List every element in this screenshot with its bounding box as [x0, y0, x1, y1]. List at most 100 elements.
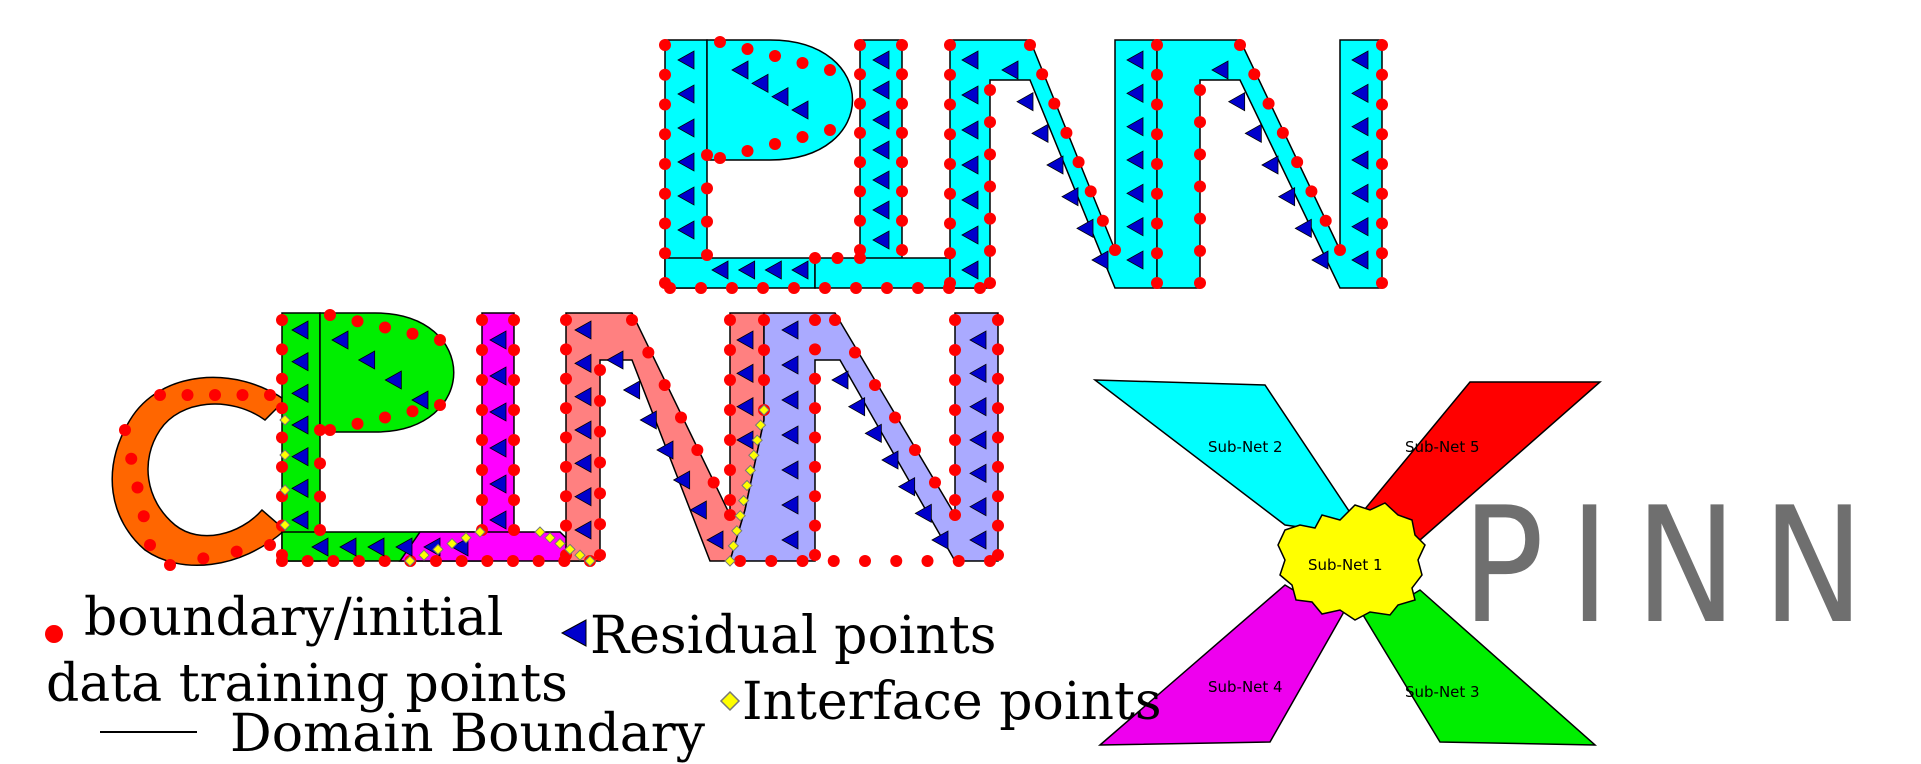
residual-point: [489, 474, 507, 494]
residual-point: [781, 355, 799, 375]
residual-point: [677, 152, 695, 172]
boundary-point: [809, 519, 821, 532]
boundary-point: [809, 343, 821, 356]
boundary-point: [508, 464, 520, 476]
boundary-point: [944, 187, 956, 200]
boundary-point: [896, 214, 908, 227]
boundary-point: [1151, 247, 1163, 260]
boundary-point: [859, 555, 871, 567]
boundary-point: [1151, 39, 1163, 51]
residual-point: [961, 85, 979, 105]
residual-point: [961, 260, 979, 280]
boundary-point: [1376, 277, 1388, 289]
residual-point: [914, 503, 932, 524]
boundary-point: [758, 374, 770, 386]
boundary-point: [1151, 158, 1163, 170]
interface-point: [734, 509, 746, 522]
boundary-point: [137, 510, 150, 523]
boundary-point: [476, 344, 488, 356]
boundary-point: [560, 519, 572, 532]
legend-domain-boundary: Domain Boundary: [230, 704, 705, 764]
residual-point: [961, 155, 979, 175]
boundary-point: [949, 374, 961, 386]
residual-point: [1126, 50, 1144, 70]
residual-point: [291, 351, 309, 372]
boundary-point: [701, 182, 713, 195]
residual-point: [736, 330, 754, 350]
boundary-point: [1194, 180, 1206, 193]
residual-point: [1261, 155, 1279, 175]
residual-point: [1277, 186, 1296, 207]
residual-point: [291, 415, 309, 435]
boundary-point: [164, 559, 176, 571]
boundary-point: [379, 321, 391, 334]
boundary-point: [889, 411, 901, 424]
interface-point-icon: [719, 690, 741, 712]
boundary-point: [944, 128, 956, 141]
boundary-point: [992, 343, 1004, 356]
residual-point: [574, 453, 592, 474]
boundary-point: [594, 456, 606, 469]
boundary-point: [701, 249, 713, 261]
boundary-point: [984, 84, 996, 96]
boundary-point: [1305, 185, 1318, 198]
residual-point: [864, 423, 882, 444]
boundary-point: [508, 314, 520, 326]
boundary-point: [659, 247, 671, 260]
residual-point: [1311, 250, 1329, 270]
boundary-point: [594, 394, 606, 407]
boundary-point: [594, 549, 606, 561]
boundary-point: [769, 50, 781, 62]
boundary-point: [236, 389, 249, 401]
boundary-point: [434, 334, 446, 346]
subnet-labels: Sub-Net 2 Sub-Net 5 Sub-Net 1 Sub-Net 4 …: [1208, 438, 1480, 701]
residual-point: [677, 50, 695, 70]
boundary-point: [1334, 244, 1346, 256]
boundary-point: [726, 282, 738, 294]
boundary-point: [119, 424, 131, 436]
residual-point: [489, 510, 507, 530]
residual-point: [489, 402, 507, 422]
interface-point: [741, 479, 753, 492]
boundary-point: [992, 402, 1004, 415]
boundary-point: [1194, 244, 1206, 257]
boundary-point: [324, 424, 336, 436]
boundary-point: [724, 494, 736, 506]
boundary-point: [724, 509, 736, 521]
boundary-point: [1060, 126, 1073, 139]
residual-point: [1351, 50, 1369, 70]
boundary-point: [724, 404, 736, 416]
interface-point: [754, 419, 767, 431]
interface-point: [544, 532, 556, 544]
boundary-point: [1024, 39, 1036, 51]
boundary-point: [659, 39, 671, 51]
residual-point: [672, 470, 691, 490]
legend-boundary-line2: data training points: [46, 654, 568, 714]
residual-point: [961, 190, 979, 210]
boundary-point: [944, 158, 956, 170]
boundary-point: [476, 434, 488, 446]
residual-point: [489, 438, 507, 458]
residual-point: [489, 366, 507, 386]
boundary-point: [594, 425, 606, 438]
interface-point: [751, 434, 763, 446]
residual-point: [1126, 150, 1144, 170]
residual-point: [451, 537, 469, 557]
boundary-point: [508, 344, 520, 356]
residual-point: [791, 260, 809, 280]
boundary-point: [1151, 128, 1163, 141]
boundary-point: [854, 39, 866, 51]
boundary-point: [508, 434, 520, 446]
subnet-label-4: Sub-Net 4: [1208, 678, 1283, 696]
boundary-point: [796, 555, 809, 567]
interface-point: [744, 464, 757, 477]
boundary-point: [758, 314, 770, 326]
boundary-point: [944, 217, 956, 230]
residual-point: [1126, 216, 1144, 237]
residual-point: [1227, 91, 1246, 112]
boundary-point: [949, 464, 961, 476]
residual-point: [311, 537, 329, 557]
boundary-point: [1276, 126, 1289, 139]
xpinn-x-shape: [1092, 379, 1602, 746]
interface-point: [460, 532, 472, 544]
